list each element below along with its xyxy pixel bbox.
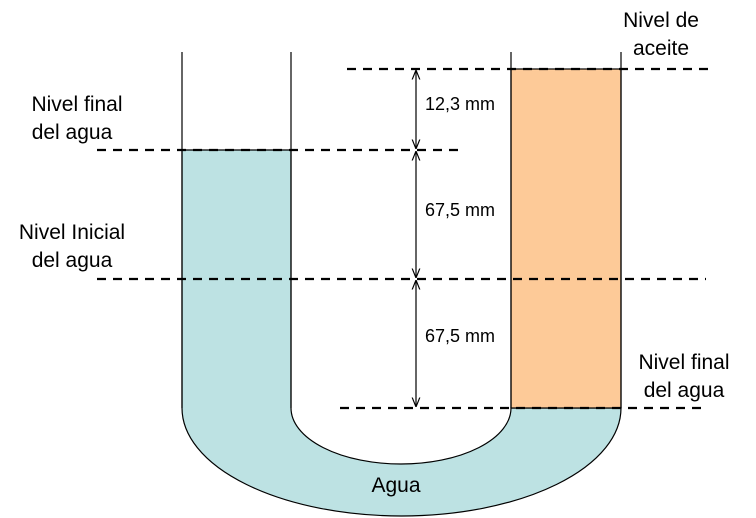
measurement-top-label: 12,3 mm [425, 94, 495, 114]
water-label: Agua [371, 474, 420, 497]
final-water-left-label-line1: Nivel final [31, 93, 122, 116]
oil-fill [510, 68, 622, 409]
final-water-right-label-line2: del agua [644, 379, 725, 402]
final-water-right-label-line1: Nivel final [638, 351, 729, 374]
final-water-left-label-line2: del agua [32, 121, 113, 144]
initial-water-label-line1: Nivel Inicial [19, 221, 125, 244]
water-fill [181, 149, 622, 517]
measurement-bottom-label: 67,5 mm [425, 326, 495, 346]
oil-level-label-line2: aceite [633, 37, 689, 60]
measurement-middle-label: 67,5 mm [425, 200, 495, 220]
initial-water-label-line2: del agua [32, 249, 113, 272]
oil-level-label-line1: Nivel de [623, 9, 699, 32]
